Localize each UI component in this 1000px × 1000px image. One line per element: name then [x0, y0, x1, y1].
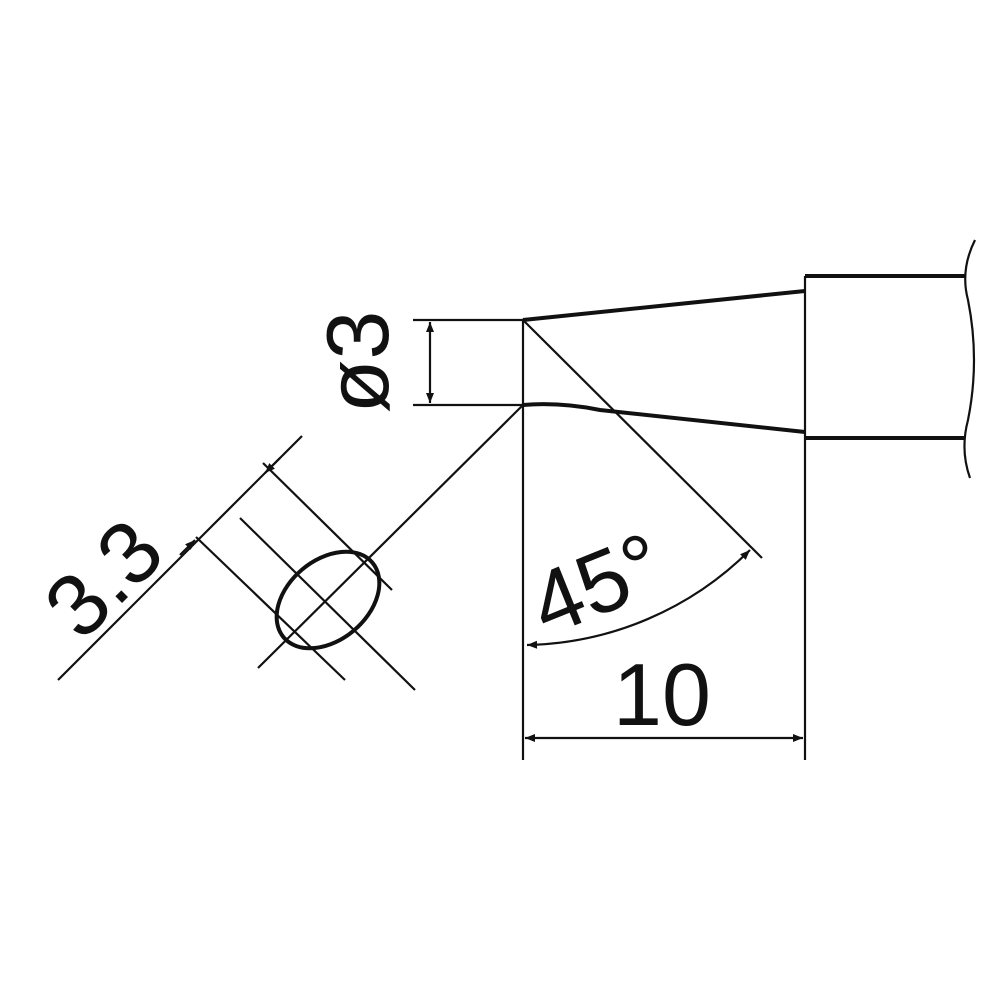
break-line [963, 239, 976, 479]
length-dimension: 10 [525, 645, 803, 744]
cross-section: 3.3 [25, 404, 524, 691]
diameter-label: ø3 [308, 311, 407, 414]
cross-section-ellipse [274, 549, 382, 651]
length-label: 10 [613, 645, 711, 744]
cross-section-width-label: 3.3 [25, 500, 182, 657]
diameter-dimension: ø3 [308, 311, 523, 414]
tip-outline [521, 239, 976, 760]
angle-dimension: 45° [516, 319, 763, 655]
angle-label: 45° [516, 513, 676, 655]
